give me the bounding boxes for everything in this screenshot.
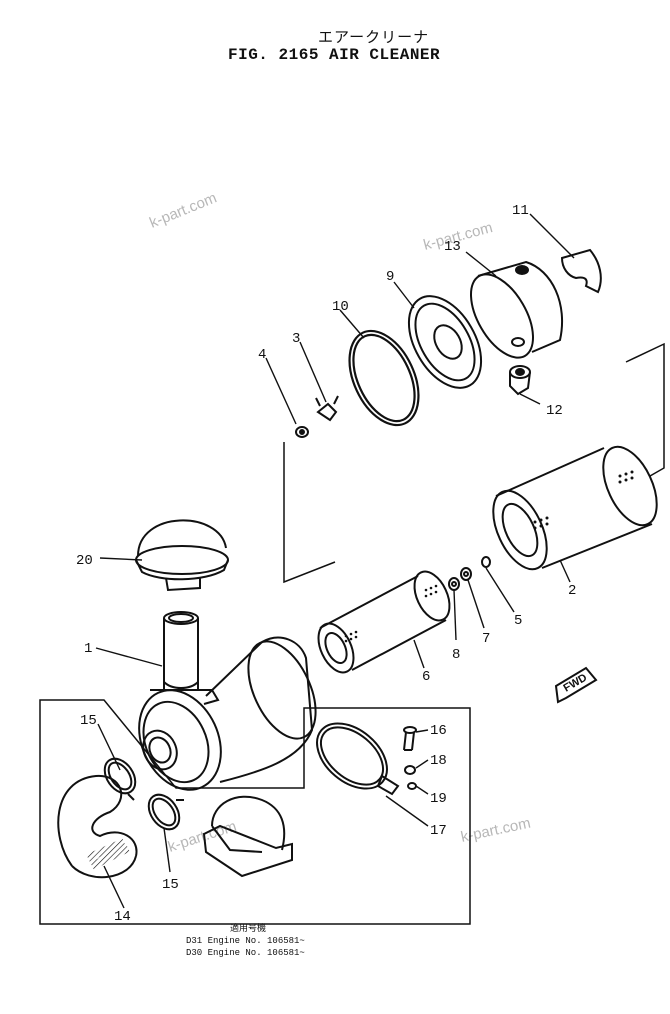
part-10-gasket (348, 329, 420, 427)
part-9-plate (407, 295, 483, 389)
callout-15-upper: 15 (80, 713, 97, 729)
callout-17: 16 (430, 723, 447, 739)
applicability-row-1: D31 Engine No. 106581~ (186, 936, 305, 946)
callout-6: 6 (422, 669, 430, 685)
assembly-bracket (283, 342, 665, 584)
applicability-row-2: D30 Engine No. 106581~ (186, 948, 305, 958)
lower-assembly-box (39, 699, 471, 925)
part-1-cleaner-body (138, 611, 317, 791)
callout-9: 9 (386, 269, 394, 285)
applicability-heading: 適用号機 (230, 924, 267, 934)
watermark-3: k-part.com (166, 818, 239, 856)
callout-13: 13 (444, 239, 461, 255)
part-8-nut (448, 577, 460, 591)
fwd-label: FWD (562, 672, 590, 695)
callout-20: 20 (76, 553, 93, 569)
callout-19: 19 (430, 791, 447, 807)
callout-1: 1 (84, 641, 92, 657)
callout-12: 12 (546, 403, 563, 419)
part-11-clip (560, 248, 602, 294)
intake-elbow (202, 795, 293, 878)
callout-16: 17 (430, 823, 447, 839)
callout-4: 4 (258, 347, 266, 363)
part-7-nut (460, 567, 472, 581)
part-2-outer-element (492, 445, 658, 571)
callout-11: 11 (512, 203, 529, 219)
watermark-1: k-part.com (147, 189, 219, 231)
callout-15-lower: 15 (162, 877, 179, 893)
part-4-washer (295, 426, 309, 438)
part-17-bolt (403, 726, 417, 751)
part-5-washer (481, 556, 491, 568)
figure-title-japanese: エアークリーナ (318, 28, 430, 46)
part-18-nut (404, 765, 416, 775)
callout-5: 5 (514, 613, 522, 629)
figure-title: FIG. 2165 AIR CLEANER (228, 46, 441, 64)
callout-10: 10 (332, 299, 349, 315)
part-6-inner-element (317, 570, 451, 674)
forward-arrow (554, 666, 598, 704)
part-12-valve (509, 365, 531, 396)
part-15-clamp-lower (147, 793, 184, 831)
callout-labels: 11 13 9 10 3 4 12 2 5 7 8 6 20 1 15 15 1… (76, 203, 576, 925)
callout-8: 8 (452, 647, 460, 663)
part-20-rain-cap (135, 519, 229, 592)
callout-7: 7 (482, 631, 490, 647)
part-15-clamp-upper (103, 757, 137, 801)
part-19-washer (407, 782, 417, 790)
leader-lines (95, 213, 575, 909)
part-3-wing-nut (315, 395, 339, 422)
part-13-cover (470, 260, 564, 359)
callout-14: 14 (114, 909, 131, 925)
part-14-hose (57, 774, 138, 879)
part-16-band-clamp (316, 722, 400, 796)
callout-2: 2 (568, 583, 576, 599)
callout-18: 18 (430, 753, 447, 769)
callout-3: 3 (292, 331, 300, 347)
